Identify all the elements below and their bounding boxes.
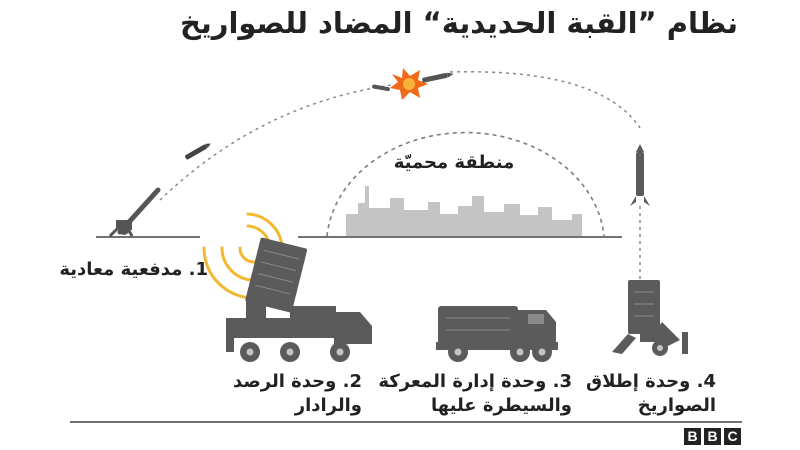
- bbc-logo-letter-2: B: [704, 428, 721, 445]
- component-text-4-line-1: وحدة إطلاق: [586, 371, 691, 392]
- component-text-4-line-2: الصواريخ: [637, 395, 716, 416]
- component-number-1: 1.: [188, 259, 208, 280]
- launcher-icon: [612, 280, 688, 356]
- enemy-rocket-near-explosion-icon: [372, 84, 390, 92]
- component-number-2: 2.: [342, 371, 362, 392]
- interceptor-missile-icon: [630, 144, 650, 206]
- interceptor-trajectory: [449, 71, 641, 129]
- bbc-logo-letter-1: B: [684, 428, 701, 445]
- intercept-missile-icon: [422, 72, 454, 83]
- radar-truck-icon: [226, 237, 372, 362]
- component-text-3-line-1: وحدة إدارة المعركة: [378, 371, 547, 392]
- component-text-1-line-1: مدفعية معادية: [59, 259, 183, 280]
- protected-zone-label: منطقة محميّة: [393, 152, 515, 173]
- component-label-2: 2. وحدة الرصد والرادار: [233, 370, 362, 418]
- component-label-3: 3. وحدة إدارة المعركة والسيطرة عليها: [378, 370, 572, 418]
- component-label-4: 4. وحدة إطلاق الصواريخ: [586, 370, 716, 418]
- component-text-2-line-2: والرادار: [294, 395, 362, 416]
- enemy-rocket-trajectory: [159, 84, 393, 201]
- bbc-logo: B B C: [684, 428, 741, 445]
- incoming-rocket-icon: [185, 143, 211, 160]
- component-text-2-line-1: وحدة الرصد: [232, 371, 337, 392]
- city-skyline-icon: [346, 186, 582, 236]
- component-text-3-line-2: والسيطرة عليها: [430, 395, 572, 416]
- explosion-icon: [390, 68, 428, 100]
- component-number-4: 4.: [696, 371, 716, 392]
- enemy-artillery-icon: [108, 187, 161, 238]
- component-label-1: 1. مدفعية معادية: [59, 258, 208, 282]
- command-truck-icon: [436, 306, 558, 362]
- component-number-3: 3.: [552, 371, 572, 392]
- diagram-title: نظام ”القبة الحديدية“ المضاد للصواريخ: [179, 6, 738, 40]
- radar-waves-icon: [202, 212, 284, 300]
- bbc-logo-letter-3: C: [724, 428, 741, 445]
